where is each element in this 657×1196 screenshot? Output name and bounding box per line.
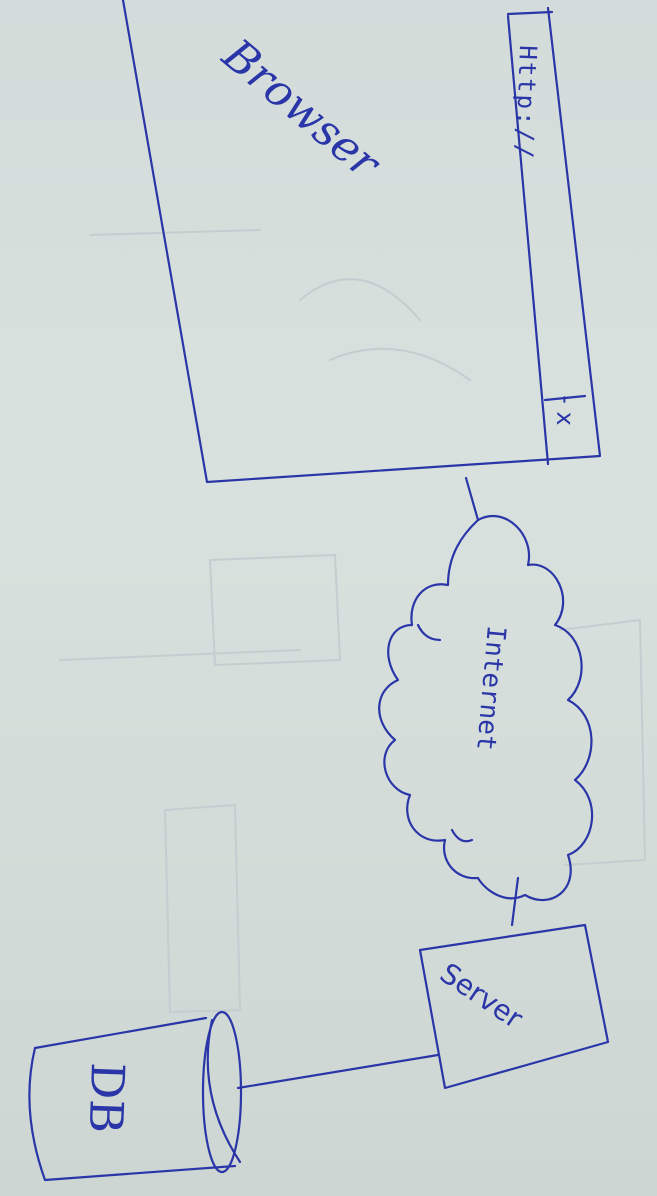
erased-ghost-marks [59, 229, 647, 1014]
internet-cloud-inner-curl-1 [416, 623, 442, 642]
browser-address-text: Http:// [510, 45, 542, 161]
internet-cloud: Internet [378, 514, 594, 901]
database-cylinder-lid [201, 1010, 243, 1174]
internet-label: Internet [470, 624, 511, 751]
server-database-link [236, 1053, 440, 1090]
server-box-frame [418, 923, 610, 1090]
browser-title-separator [543, 394, 587, 402]
browser-address-bar-top [506, 10, 554, 16]
internet-server-link [510, 876, 520, 927]
browser-address-bar-divider [506, 14, 550, 466]
database-cylinder-lid-inner [206, 1018, 242, 1164]
internet-cloud-inner-curl-2 [450, 828, 474, 843]
browser-window: Http:// - x Browser [121, 0, 602, 484]
database-cylinder-body [28, 1016, 237, 1182]
browser-window-controls: - x [551, 395, 580, 426]
server-label: Server [434, 956, 529, 1035]
server-box: Server [418, 923, 610, 1090]
browser-internet-link [464, 476, 480, 522]
database-label: DB [79, 1062, 135, 1135]
browser-window-frame [121, 0, 602, 484]
browser-label: Browser [212, 29, 391, 191]
internet-cloud-shape [378, 514, 594, 901]
database-cylinder: DB [28, 1010, 243, 1182]
